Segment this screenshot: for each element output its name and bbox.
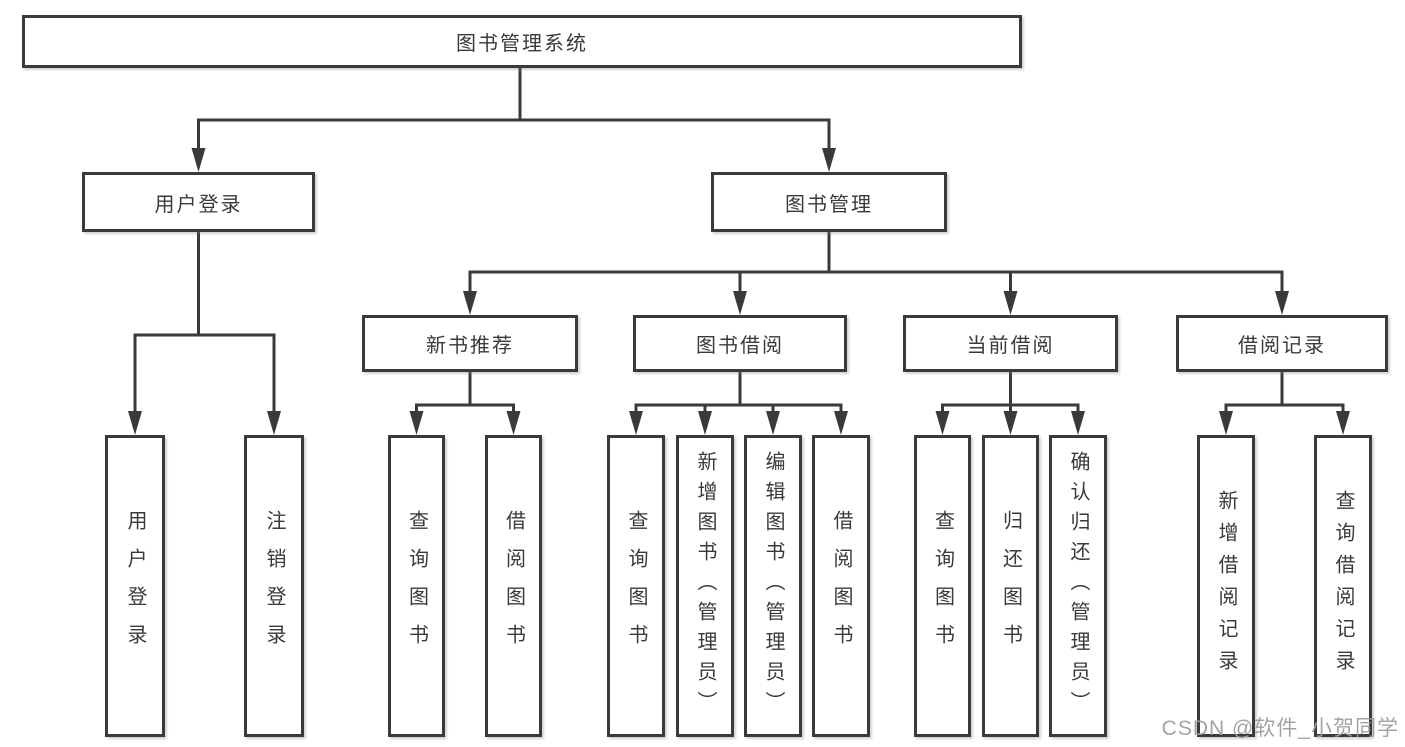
node-label: 注销登录	[263, 510, 285, 662]
connector-borrow-records-to-leaves	[1219, 370, 1350, 435]
node-current-borrowing: 当前借阅	[903, 315, 1118, 372]
node-label: 查询图书	[931, 510, 954, 662]
node-label: 图书管理	[785, 193, 873, 216]
leaf-add-book-admin: 新增图书（管理员）	[676, 435, 734, 737]
node-user-login: 用户登录	[82, 172, 315, 232]
node-book-management: 图书管理	[711, 172, 947, 232]
node-label: 查询图书	[405, 510, 428, 662]
leaf-query-books-1: 查询图书	[388, 435, 445, 737]
node-borrow-records: 借阅记录	[1176, 315, 1388, 372]
leaf-add-borrow-record: 新增借阅记录	[1197, 435, 1255, 737]
node-label: 确认归还（管理员）	[1067, 451, 1089, 721]
node-label: 编辑图书（管理员）	[762, 451, 784, 721]
node-label: 新书推荐	[426, 335, 514, 357]
node-label: 查询借阅记录	[1332, 490, 1354, 682]
node-label: 借阅图书	[502, 510, 525, 662]
node-new-book-recommend: 新书推荐	[362, 315, 578, 372]
leaf-return-book: 归还图书	[982, 435, 1039, 737]
node-label: 归还图书	[999, 510, 1022, 662]
node-library-management-system: 图书管理系统	[22, 15, 1022, 68]
leaf-logout: 注销登录	[244, 435, 304, 737]
node-label: 图书管理系统	[456, 33, 588, 55]
leaf-query-borrow-record: 查询借阅记录	[1314, 435, 1372, 737]
connector-root-to-level2	[191, 65, 836, 172]
leaf-query-books-3: 查询图书	[914, 435, 971, 737]
node-label: 用户登录	[124, 510, 146, 662]
connector-book-borrowing-to-leaves	[629, 370, 848, 435]
csdn-watermark: CSDN @软件_小贺同学	[1161, 717, 1399, 740]
node-label: 新增借阅记录	[1215, 490, 1237, 682]
connector-book-management-to-level3	[463, 230, 1289, 315]
node-label: 查询图书	[625, 510, 647, 662]
node-label: 借阅记录	[1238, 335, 1326, 357]
node-label: 用户登录	[154, 193, 243, 216]
node-book-borrowing: 图书借阅	[633, 315, 847, 372]
leaf-edit-book-admin: 编辑图书（管理员）	[744, 435, 802, 737]
connector-user-login-to-leaves	[128, 230, 281, 435]
node-label: 新增图书（管理员）	[694, 451, 716, 721]
leaf-borrow-books-1: 借阅图书	[485, 435, 542, 737]
connector-new-book-recommend-to-leaves	[409, 370, 521, 435]
node-label: 借阅图书	[830, 510, 852, 662]
leaf-query-books-2: 查询图书	[607, 435, 665, 737]
node-label: 当前借阅	[966, 335, 1055, 357]
leaf-user-login: 用户登录	[105, 435, 165, 737]
leaf-borrow-books-2: 借阅图书	[812, 435, 870, 737]
connector-current-borrowing-to-leaves	[935, 370, 1085, 435]
leaf-confirm-return-admin: 确认归还（管理员）	[1049, 435, 1107, 737]
node-label: 图书借阅	[696, 335, 784, 357]
